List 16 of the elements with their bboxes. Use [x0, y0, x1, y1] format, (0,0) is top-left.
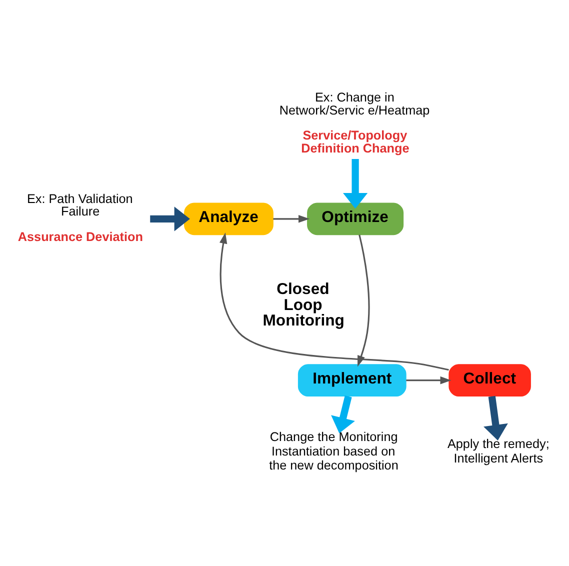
arrow: [484, 396, 508, 440]
arrow: [150, 206, 190, 232]
label: Closed Loop Monitoring: [262, 281, 344, 330]
arrow: [406, 376, 452, 384]
arrow: [343, 159, 368, 209]
node-text: Ex: Path Validation Failure Assurance Deviation: [18, 192, 143, 244]
arrow: [273, 215, 310, 223]
node-box: Optimize: [307, 202, 404, 236]
node-box: Analyze: [184, 202, 274, 236]
arrow: [220, 232, 449, 371]
node-box: Implement: [298, 364, 406, 397]
node-box: Collect: [448, 364, 531, 397]
node-text: Ex: Change in Network/Servic e/Heatmap Service/Topology Definition Change: [279, 90, 430, 156]
arrow: [331, 396, 355, 434]
node-text: Change the Monitoring Instantiation based on the new decomposition: [269, 430, 398, 473]
node-text: Apply the remedy; Intelligent Alerts: [447, 437, 550, 466]
